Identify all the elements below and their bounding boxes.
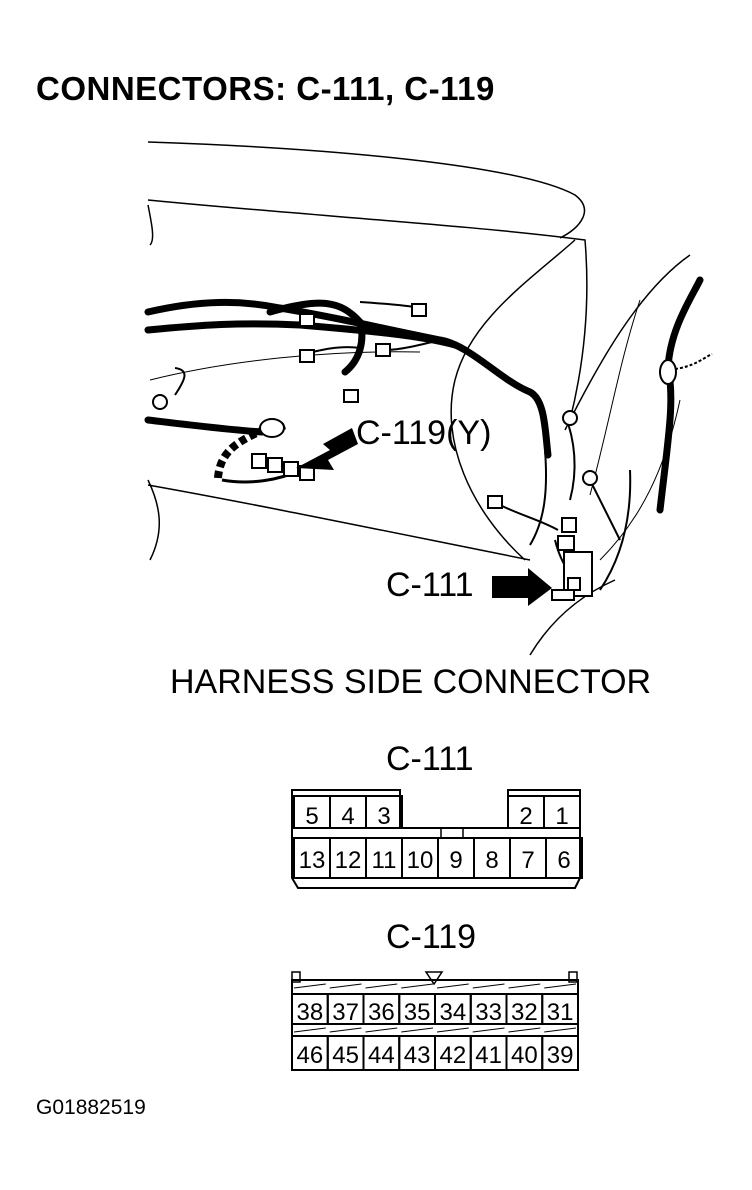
dash-top-edge (147, 141, 586, 239)
c119-arrow (296, 428, 358, 470)
c111-pin-label: 4 (341, 803, 354, 830)
c111-pin-label: 10 (407, 847, 434, 874)
c119-pin-label: 36 (368, 999, 395, 1026)
c119-hatch (544, 983, 577, 1033)
dash-inner-curve (450, 239, 576, 561)
c111-pin-label: 6 (557, 847, 570, 874)
c119-pin-label: 43 (404, 1042, 431, 1069)
c119-hatch (436, 983, 469, 1033)
c119-pin-cell (541, 1035, 579, 1071)
c119-pin-label: 38 (297, 999, 324, 1026)
c119-hatch (293, 983, 326, 1033)
harness-side-heading: HARNESS SIDE CONNECTOR (170, 663, 652, 701)
c119-pin-label: 32 (511, 999, 538, 1026)
c111-callout-label: C-111 (386, 566, 474, 604)
c119-pin-label: 33 (475, 999, 502, 1026)
c111-pin-label: 3 (377, 803, 390, 830)
c111-pin-cell (545, 837, 583, 879)
c111-pin-label: 8 (485, 847, 498, 874)
c111-pin-label: 1 (555, 803, 568, 830)
c111-pin-label: 11 (372, 847, 397, 874)
c111-pin-cell (543, 795, 581, 829)
c119-pin-label: 31 (547, 999, 574, 1026)
c111-pin-label: 5 (305, 803, 318, 830)
c111-arrow (492, 568, 552, 606)
c119-callout-label: C-119(Y) (356, 414, 492, 452)
c119-pin-label: 44 (368, 1042, 395, 1069)
figure-id: G01882519 (36, 1096, 146, 1119)
c119-pin-cell (541, 993, 579, 1025)
pillar-line (564, 254, 691, 431)
c119-pin-label: 40 (511, 1042, 538, 1069)
c119-pin-label: 41 (475, 1042, 502, 1069)
c119-pin-label: 45 (332, 1042, 359, 1069)
c119-hatch (365, 983, 398, 1033)
c111-pin-cell (365, 795, 403, 829)
c111-pin-label: 7 (521, 847, 534, 874)
c119-hatch (329, 983, 362, 1033)
c111-pin-label: 12 (335, 847, 362, 874)
c119-pin-label: 35 (404, 999, 431, 1026)
c111-pin-label: 2 (519, 803, 532, 830)
c119-key (424, 971, 444, 986)
c119-pin-label: 39 (547, 1042, 574, 1069)
c119-pin-label: 46 (297, 1042, 324, 1069)
dash-lower-edge (147, 484, 531, 561)
c111-pin-label: 9 (449, 847, 462, 874)
dash-upper-curve (147, 199, 588, 421)
c111-shell (291, 789, 581, 889)
c119-pin-label: 34 (440, 999, 467, 1026)
c119-pin-label: 37 (332, 999, 359, 1026)
c119-hatch (401, 983, 434, 1033)
c111-pin-label: 13 (299, 847, 326, 874)
c119-hatch (472, 983, 505, 1033)
c111-connector-label: C-111 (386, 740, 474, 778)
c119-hatch (508, 983, 541, 1033)
page-title: CONNECTORS: C-111, C-119 (36, 70, 495, 107)
c119-pin-label: 42 (440, 1042, 467, 1069)
c119-connector-label: C-119 (386, 918, 477, 956)
